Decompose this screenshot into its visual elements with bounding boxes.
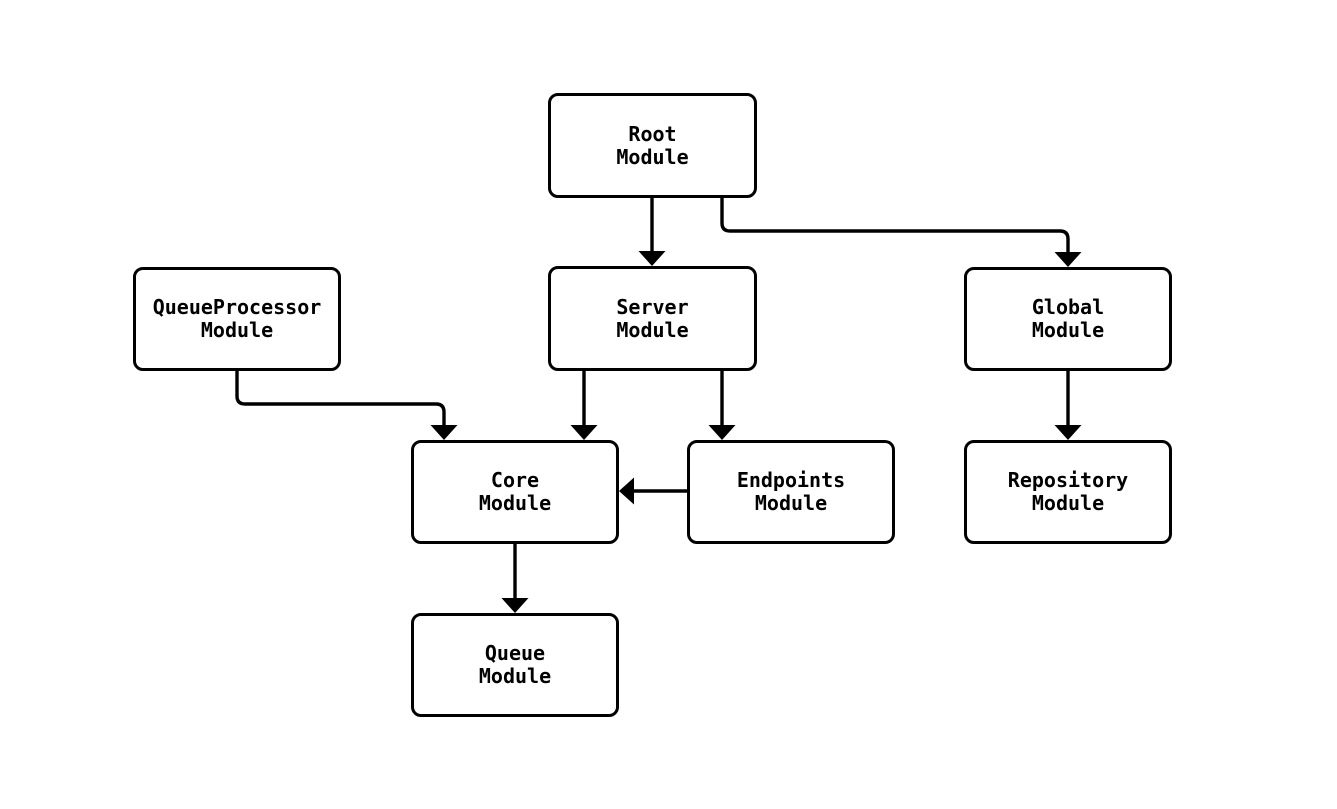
node-label-line: Server	[616, 294, 689, 319]
arrowhead-global-module-to-repository-module	[1054, 425, 1082, 440]
node-label-line: Repository	[1007, 468, 1129, 492]
node-label-line: Module	[1031, 491, 1105, 515]
node-label-line: Queue	[484, 641, 546, 665]
node-label-line: Module	[616, 144, 689, 169]
node-label-line: Root	[628, 121, 677, 146]
node-label-line: Module	[478, 664, 552, 688]
node-label-line: QueueProcessor	[152, 295, 322, 319]
node-label-line: Module	[616, 317, 689, 342]
node-label-line: Module	[754, 491, 828, 515]
node-label-line: Endpoints	[736, 468, 846, 492]
arrowhead-root-module-to-global-module	[1054, 252, 1082, 267]
arrowhead-core-module-to-queue-module	[501, 598, 529, 613]
arrowhead-server-module-to-endpoints-module	[708, 425, 736, 440]
node-label-line: Module	[200, 318, 274, 342]
edge-queueprocessor-module-to-core-module	[235, 371, 446, 428]
node-label-line: Global	[1031, 295, 1105, 319]
node-label-line: Core	[490, 468, 540, 492]
node-label-line: Module	[1031, 318, 1105, 342]
edge-root-module-to-global-module	[720, 198, 1070, 255]
arrowhead-server-module-to-core-module	[570, 425, 598, 440]
arrowhead-endpoints-module-to-core-module	[619, 477, 634, 505]
node-label-line: Module	[478, 491, 552, 515]
arrowhead-root-module-to-server-module	[638, 251, 666, 266]
arrowhead-queueprocessor-module-to-core-module	[430, 425, 458, 440]
